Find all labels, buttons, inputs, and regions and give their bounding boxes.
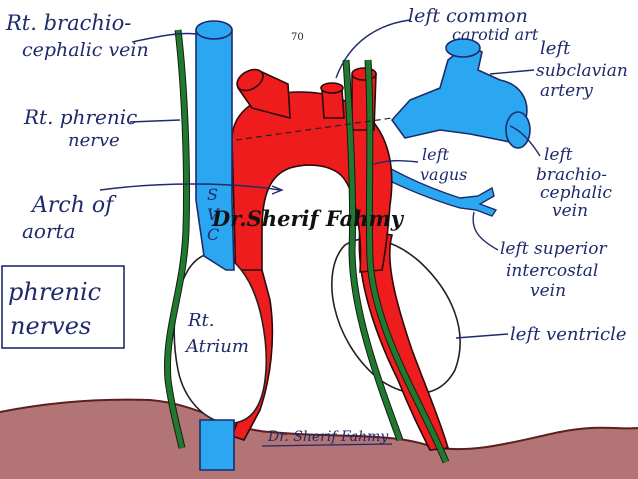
page-number: 70 (291, 32, 304, 43)
svc-letter-c: C (207, 225, 219, 244)
diaphragm (0, 399, 638, 479)
svc-letter-v: V (207, 205, 220, 224)
label-left-common-carotid-line1: left common (408, 5, 528, 27)
label-left-sup-intercostal-line3: vein (530, 281, 566, 301)
left-common-carotid-artery (321, 89, 345, 119)
label-left-vagus-line2: vagus (420, 165, 467, 184)
left-brachiocephalic-vein (390, 43, 528, 143)
label-rt-phrenic-nerve-line1: Rt. phrenic (23, 105, 137, 129)
arrow-left-ventricle (455, 333, 509, 339)
dashed-line (235, 117, 393, 141)
label-rt-phrenic-nerve-line2: nerve (68, 130, 120, 151)
arrow-rt-brachiocephalic-vein (131, 32, 197, 43)
label-left-sup-intercostal-line1: left superior (500, 239, 607, 259)
signature-underline (261, 443, 393, 447)
descending-aorta (358, 229, 450, 451)
label-left-subclavian-line1: left (540, 38, 571, 59)
label-left-brachiocephalic-line4: vein (552, 201, 588, 221)
label-left-brachiocephalic-line3: cephalic (540, 183, 612, 203)
label-rt-atrium-line1: Rt. (187, 310, 215, 331)
phrenic-nerves-box (1, 265, 125, 349)
arrow-left-vagus (373, 159, 419, 165)
label-rt-atrium-line2: Atrium (184, 336, 249, 357)
signature: Dr. Sherif Fahmy (267, 429, 389, 445)
arrow-left-subclavian (489, 69, 535, 75)
label-left-brachiocephalic-line1: left (544, 145, 573, 165)
label-arch-of-aorta-line1: Arch of (30, 193, 117, 218)
inferior-vena-cava (199, 419, 235, 471)
label-left-vagus-line1: left (422, 145, 450, 164)
arrow-rt-phrenic-nerve (129, 119, 181, 123)
label-left-ventricle: left ventricle (510, 324, 627, 345)
arrow-left-sup-intercostal (472, 211, 499, 251)
watermark-text: Dr.Sherif Fahmy (211, 206, 405, 231)
label-left-subclavian-line3: artery (540, 81, 593, 101)
label-rt-brachiocephalic-vein-line2: cephalic vein (22, 39, 149, 61)
label-left-brachiocephalic-line2: brachio- (536, 165, 607, 185)
svc-letter-s: S (207, 185, 218, 204)
label-left-sup-intercostal-line2: intercostal (506, 261, 598, 281)
label-left-subclavian-line2: subclavian (536, 61, 628, 81)
label-phrenic-nerves-line2: nerves (10, 312, 91, 340)
arrow-left-brachiocephalic (509, 125, 541, 157)
label-phrenic-nerves-line1: phrenic (8, 278, 101, 306)
label-arch-of-aorta-line2: aorta (22, 219, 76, 243)
label-left-common-carotid-line2: carotid art (452, 25, 539, 44)
label-rt-brachiocephalic-vein-line1: Rt. brachio- (5, 11, 131, 35)
arrow-arch-of-aorta (99, 183, 281, 191)
arrow-left-common-carotid (335, 19, 411, 79)
superior-vena-cava (195, 29, 235, 271)
